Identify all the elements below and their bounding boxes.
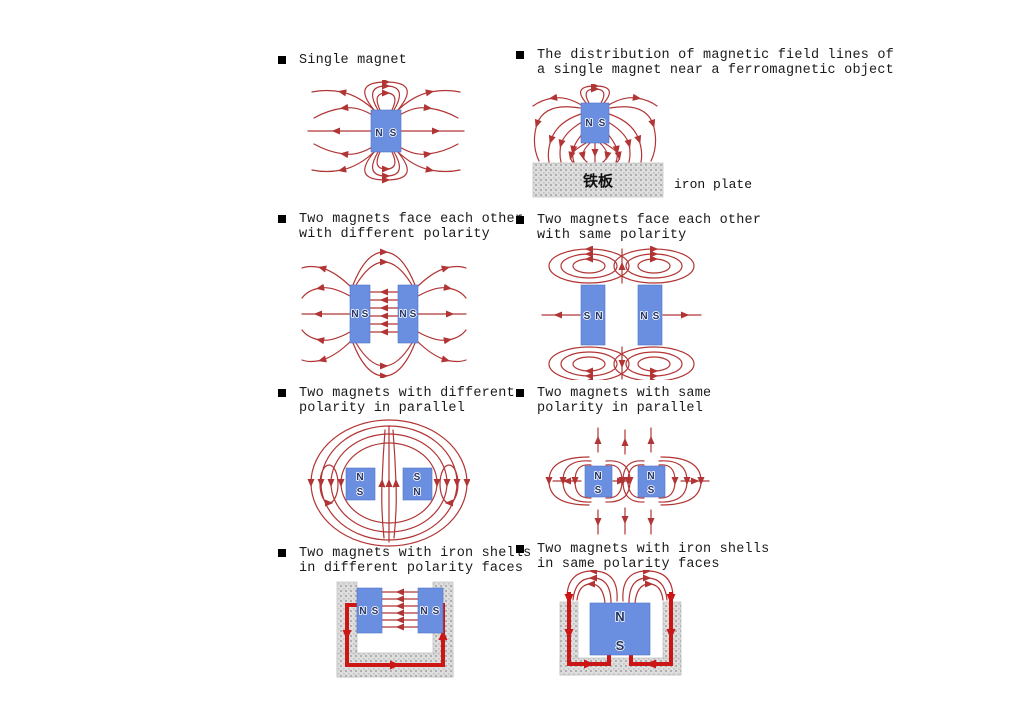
pole-label-n: N <box>375 128 382 139</box>
label-shells-different-polarity: Two magnets with iron shells in differen… <box>278 546 531 576</box>
diagram-face-different-polarity: N S N S <box>301 248 467 378</box>
diagram-single-magnet: N S <box>307 80 465 184</box>
magnet-right <box>637 284 663 346</box>
pole-label: S <box>595 485 602 496</box>
pole-label: N <box>594 471 601 482</box>
pole-label-n: N <box>615 609 624 624</box>
bullet-square-icon <box>278 549 286 557</box>
label-face-different-polarity: Two magnets face each other with differe… <box>278 212 523 242</box>
pole-label: S <box>648 485 655 496</box>
diagram-face-same-polarity: S N N S <box>541 246 702 380</box>
label-text: The distribution of magnetic field lines… <box>537 48 894 63</box>
bullet-square-icon <box>278 215 286 223</box>
pole-label: S <box>357 487 364 498</box>
label-face-same-polarity: Two magnets face each other with same po… <box>516 213 761 243</box>
label-near-ferromagnetic: The distribution of magnetic field lines… <box>516 48 894 78</box>
bullet-square-icon <box>516 216 524 224</box>
magnet-right <box>637 465 666 498</box>
pole-label: S <box>414 472 421 483</box>
magnet <box>589 602 651 656</box>
pole-label: N <box>399 309 406 320</box>
label-text: a single magnet near a ferromagnetic obj… <box>537 63 894 78</box>
magnet-right <box>417 587 444 634</box>
magnet-left <box>356 587 383 634</box>
label-text: with same polarity <box>537 228 687 243</box>
label-text: in same polarity faces <box>537 557 720 572</box>
field-lines <box>307 80 465 184</box>
pole-label: N <box>359 606 366 617</box>
field-lines <box>307 419 470 547</box>
label-parallel-different-polarity: Two magnets with different polarity in p… <box>278 386 515 416</box>
field-lines <box>381 588 419 631</box>
pole-label: N <box>356 472 363 483</box>
label-text: polarity in parallel <box>299 401 466 416</box>
bullet-square-icon <box>516 51 524 59</box>
pole-label: N <box>420 606 427 617</box>
pole-label: N <box>640 311 647 322</box>
pole-label: N <box>595 311 602 322</box>
magnet <box>370 109 402 153</box>
pole-label: S <box>410 309 417 320</box>
field-lines <box>545 427 710 535</box>
pole-label-s: S <box>390 128 397 139</box>
flux-path <box>564 592 676 669</box>
diagram-parallel-different-polarity: N S S N <box>307 419 470 547</box>
magnet-left <box>349 284 371 344</box>
magnet-left <box>580 284 606 346</box>
pole-label: S <box>433 606 440 617</box>
iron-shell <box>559 601 682 676</box>
pole-label: S <box>362 309 369 320</box>
pole-label-n: N <box>585 118 592 129</box>
bullet-square-icon <box>516 389 524 397</box>
pole-label-s: S <box>616 638 625 653</box>
pole-label: S <box>372 606 379 617</box>
label-text: Two magnets face each other <box>537 213 762 228</box>
magnet-right <box>397 284 419 344</box>
label-text: Single magnet <box>299 53 407 68</box>
label-text: polarity in parallel <box>537 401 704 416</box>
label-single-magnet: Single magnet <box>278 53 407 68</box>
diagram-magnet-near-iron-plate: N S 铁板 iron plate <box>532 84 752 198</box>
bullet-square-icon <box>516 545 524 553</box>
diagram-parallel-same-polarity: N S N S <box>545 427 710 535</box>
pole-label: N <box>647 471 654 482</box>
label-text: Two magnets with same <box>537 386 712 401</box>
label-text: Two magnets with iron shells <box>537 542 770 557</box>
magnet <box>580 102 610 144</box>
diagram-shells-different-polarity: N S N S <box>336 581 454 678</box>
label-text: Two magnets with iron shells <box>299 546 532 561</box>
field-lines <box>301 248 467 378</box>
label-text: Two magnets face each other <box>299 212 524 227</box>
bullet-square-icon <box>278 56 286 64</box>
pole-label-s: S <box>599 118 606 129</box>
label-text: with different polarity <box>299 227 490 242</box>
diagram-shells-same-polarity: N S <box>559 570 682 676</box>
field-lines <box>532 84 658 163</box>
pole-label: N <box>413 487 420 498</box>
magnet-left <box>345 467 376 501</box>
bullet-square-icon <box>278 389 286 397</box>
label-parallel-same-polarity: Two magnets with same polarity in parall… <box>516 386 711 416</box>
pole-label: S <box>653 311 660 322</box>
iron-plate-label-cn: 铁板 <box>583 172 614 190</box>
iron-plate <box>532 162 664 198</box>
pole-label: N <box>351 309 358 320</box>
field-lines <box>541 246 702 380</box>
pole-label: S <box>584 311 591 322</box>
label-shells-same-polarity: Two magnets with iron shells in same pol… <box>516 542 769 572</box>
magnet-right <box>402 467 433 501</box>
label-text: in different polarity faces <box>299 561 524 576</box>
field-lines <box>566 570 674 604</box>
label-text: Two magnets with different <box>299 386 515 401</box>
iron-plate-label-en: iron plate <box>674 177 752 192</box>
magnet-left <box>584 465 613 498</box>
